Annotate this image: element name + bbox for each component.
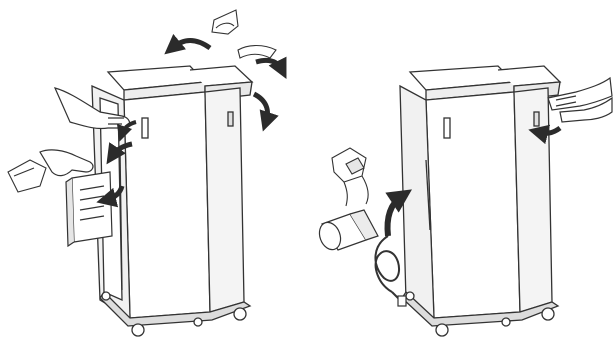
staple-cartridge-icon (66, 172, 112, 246)
staple-cartridge-icon (332, 148, 368, 206)
curved-arrow-icon (388, 196, 402, 236)
paper-sheet-icon (8, 160, 46, 192)
paper-roll-icon (316, 210, 378, 253)
right-panel (316, 66, 612, 336)
finisher-unit-icon (92, 66, 252, 336)
curved-arrow-icon (254, 94, 268, 122)
curved-arrow-icon (172, 41, 210, 49)
paper-sheet-icon (238, 46, 276, 59)
power-cord-icon (375, 236, 406, 306)
paper-sheet-icon (212, 10, 238, 34)
curved-arrow-icon (256, 60, 282, 70)
hand-icon (40, 150, 93, 176)
left-panel (8, 10, 282, 336)
finisher-unit-icon (400, 66, 560, 336)
